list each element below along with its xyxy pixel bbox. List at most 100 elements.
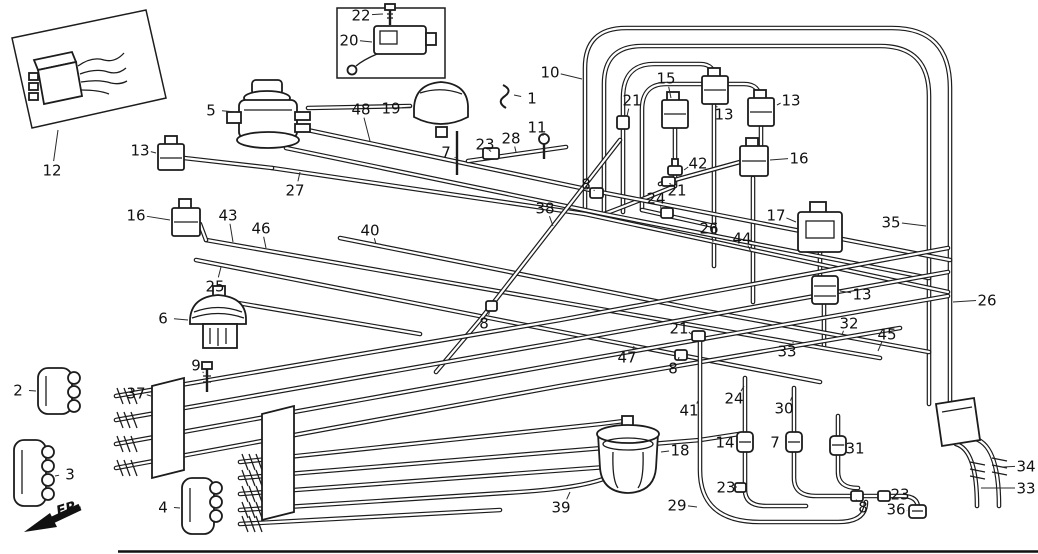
mounting-plate [261, 404, 295, 522]
part-number: 13 [714, 106, 733, 124]
hatch-tick [123, 387, 131, 405]
part-number: 17 [766, 207, 785, 225]
ring-terminal [346, 64, 358, 76]
part-number: 15 [656, 70, 675, 88]
part-number: 27 [285, 182, 304, 200]
tube-core [114, 246, 950, 398]
part-callout: 18 [660, 442, 690, 460]
hatch-tick [991, 464, 1008, 469]
part-number: 3 [65, 466, 75, 484]
leader-line [229, 223, 234, 243]
tube-fitting [589, 187, 604, 199]
hatch-tick [255, 469, 263, 487]
part-number: 23 [716, 479, 735, 497]
leader-line [513, 94, 522, 98]
part-callout: 6 [158, 310, 189, 328]
wire [79, 67, 127, 75]
part-number: 8 [581, 176, 591, 194]
part-callout: 25 [205, 266, 225, 296]
part-number: 36 [886, 501, 905, 519]
part-callout: 8 [479, 309, 491, 333]
control-valve [226, 79, 311, 149]
leader-line [769, 158, 789, 161]
part-number: 23 [890, 486, 909, 504]
part-callout: 13 [839, 286, 872, 304]
part-callout: 33 [981, 480, 1036, 498]
leader-line [696, 400, 699, 404]
leader-line [688, 331, 692, 335]
leader-line [952, 300, 977, 303]
leader-line [677, 356, 680, 361]
hatch-tick [130, 387, 138, 405]
part-number: 16 [126, 207, 145, 225]
solenoid-valve [701, 67, 729, 105]
part-number: 24 [724, 390, 743, 408]
hatch-tick [123, 459, 131, 477]
part-number: 10 [540, 64, 559, 82]
vacuum-tank [596, 415, 660, 494]
part-number: 13 [130, 142, 149, 160]
tube-fitting [485, 300, 498, 312]
part-callout: 13 [714, 106, 733, 124]
tube-core [230, 300, 422, 336]
hatch-tick [241, 453, 249, 471]
vacuum-switch [346, 25, 437, 76]
part-callout: 12 [42, 129, 62, 180]
hatch-tick [116, 459, 124, 477]
leader-line [53, 129, 59, 162]
part-number: 19 [381, 100, 400, 118]
tube-core [434, 138, 622, 374]
tube-core [238, 464, 622, 496]
tube-fitting [616, 115, 630, 130]
part-number: 43 [218, 207, 237, 225]
wire [80, 80, 128, 85]
part-number: 21 [669, 320, 688, 338]
leader-line [221, 110, 237, 113]
part-number: 46 [251, 220, 270, 238]
solenoid-valve [171, 198, 201, 237]
part-number: 39 [551, 499, 570, 517]
part-callout: 34 [1002, 458, 1036, 476]
part-number: 2 [13, 382, 23, 400]
wire [77, 52, 125, 67]
part-number: 41 [679, 402, 698, 420]
leader-line [566, 491, 571, 500]
hatch-tick [248, 485, 256, 503]
part-number: 29 [667, 497, 686, 515]
part-callout: 11 [527, 119, 546, 137]
part-number: 21 [622, 92, 641, 110]
part-callout: 15 [656, 70, 676, 99]
part-number: 24 [646, 190, 665, 208]
hatch-tick [969, 468, 986, 473]
hatch-tick [255, 501, 263, 519]
tube-core [743, 450, 808, 508]
leader-line [217, 266, 222, 278]
hatch-tick [123, 435, 131, 453]
tube-core [182, 156, 274, 170]
part-number: 30 [774, 400, 793, 418]
leader-line [901, 222, 927, 227]
part-number: 31 [845, 440, 864, 458]
hatch-tick [241, 515, 249, 533]
part-number: 25 [205, 278, 224, 296]
part-callout: 7 [441, 144, 456, 162]
wire [80, 89, 110, 95]
part-callout: 41 [679, 400, 699, 420]
part-number: 9 [191, 357, 201, 375]
hatch-tick [130, 435, 138, 453]
leader-line [54, 474, 60, 477]
part-callout: 26 [699, 220, 719, 243]
leader-line [363, 117, 371, 142]
part-number: 26 [977, 292, 996, 310]
tube-core [270, 166, 950, 294]
hatch-tick [255, 453, 263, 471]
hatch-tick [991, 471, 1008, 476]
tube-core [238, 508, 502, 526]
part-callout: 43 [218, 207, 238, 243]
part-callout: 45 [877, 326, 897, 352]
hatch-tick [248, 469, 256, 487]
part-callout: 2 [13, 382, 37, 400]
hatch-tick [241, 501, 249, 519]
part-number: 33 [1016, 480, 1035, 498]
leader-line [786, 217, 797, 223]
